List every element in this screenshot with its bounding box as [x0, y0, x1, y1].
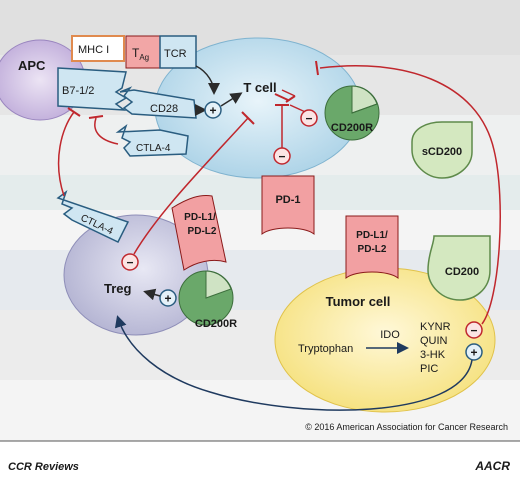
tcr-label: TCR [164, 48, 187, 60]
pdl-tumor-line1: PD-L1/ [356, 230, 388, 241]
pd1-receptor [261, 175, 315, 236]
tumor-plus-text: + [470, 346, 477, 360]
product-quin: QUIN [420, 335, 448, 347]
treg-plus-sign: + [159, 289, 177, 307]
tcell-minus-cd200r: − [300, 109, 318, 127]
cd200-ligand [427, 235, 491, 301]
product-pic: PIC [420, 363, 438, 375]
metabolites-inhibit-tcell [319, 65, 501, 325]
product-3hk: 3-HK [420, 349, 446, 361]
pdl-treg-line2: PD-L2 [188, 226, 217, 237]
mhc-tcr-complex [71, 35, 197, 69]
cd200r-treg-receptor [178, 270, 234, 326]
product-kynr: KYNR [420, 321, 451, 333]
mhc1-receptor [71, 35, 125, 62]
pdl-treg-line1: PD-L1/ [184, 212, 216, 223]
treg-minus-sign: − [121, 253, 139, 271]
tcr-activation-arrow [195, 65, 220, 95]
metabolites-activate-treg [114, 315, 473, 411]
treg-minus-text: − [126, 256, 133, 270]
tag-label-sub: Ag [139, 53, 149, 62]
scd200-molecule [411, 121, 473, 179]
tcell-plus-sign: + [204, 101, 222, 119]
svg-text:TAg: TAg [132, 46, 149, 62]
tcell-plus-text: + [209, 104, 216, 118]
cd200r-activates-treg [143, 288, 161, 301]
cd200-label: CD200 [445, 266, 479, 278]
mhc1-label: MHC I [78, 44, 109, 56]
cd28-label: CD28 [150, 103, 178, 115]
ctla4-treg-receptor [56, 189, 130, 243]
tumor-minus-sign: − [465, 321, 483, 339]
tumor-label: Tumor cell [326, 294, 391, 309]
pdl-tumor-ligand [345, 215, 399, 280]
tcell-minus-pd1: − [273, 147, 291, 165]
aacr-logo: AACR [474, 459, 510, 473]
tumor-minus-text: − [470, 324, 477, 338]
scd200-label: sCD200 [422, 146, 462, 158]
apc-label: APC [18, 58, 46, 73]
tcr-receptor [159, 35, 197, 69]
cd200r-treg-label: CD200R [195, 318, 237, 330]
copyright-text: © 2016 American Association for Cancer R… [305, 422, 508, 432]
pdl-treg-ligand [171, 195, 227, 271]
tag-label-main: T [132, 46, 140, 60]
treg-inhibits-tcell [133, 117, 249, 255]
pd1-label: PD-1 [275, 194, 300, 206]
ctla4-inhibits-b7 [94, 117, 119, 145]
ctla4-tcell-receptor [115, 123, 189, 157]
cd200r-tcell-receptor [324, 85, 380, 141]
plus-to-tcell-arrow [220, 92, 243, 107]
journal-label: CCR Reviews [8, 461, 79, 473]
treg-ctla4-inhibits-b7 [57, 111, 75, 197]
b7-label: B7-1/2 [62, 85, 94, 97]
tryptophan-label: Tryptophan [298, 343, 353, 355]
tcell-minus-cd200r-text: − [305, 112, 312, 126]
treg-plus-text: + [164, 292, 171, 306]
cd200r-tcell-label: CD200R [331, 122, 373, 134]
tcell-label: T cell [243, 80, 276, 95]
tumor-plus-sign: + [465, 343, 483, 361]
pdl-tumor-line2: PD-L2 [358, 244, 387, 255]
tcell-minus-pd1-text: − [278, 150, 285, 164]
treg-label: Treg [104, 281, 132, 296]
ido-label: IDO [380, 329, 400, 341]
cd28-receptor [119, 86, 197, 119]
ctla4-tcell-label: CTLA-4 [136, 143, 171, 154]
